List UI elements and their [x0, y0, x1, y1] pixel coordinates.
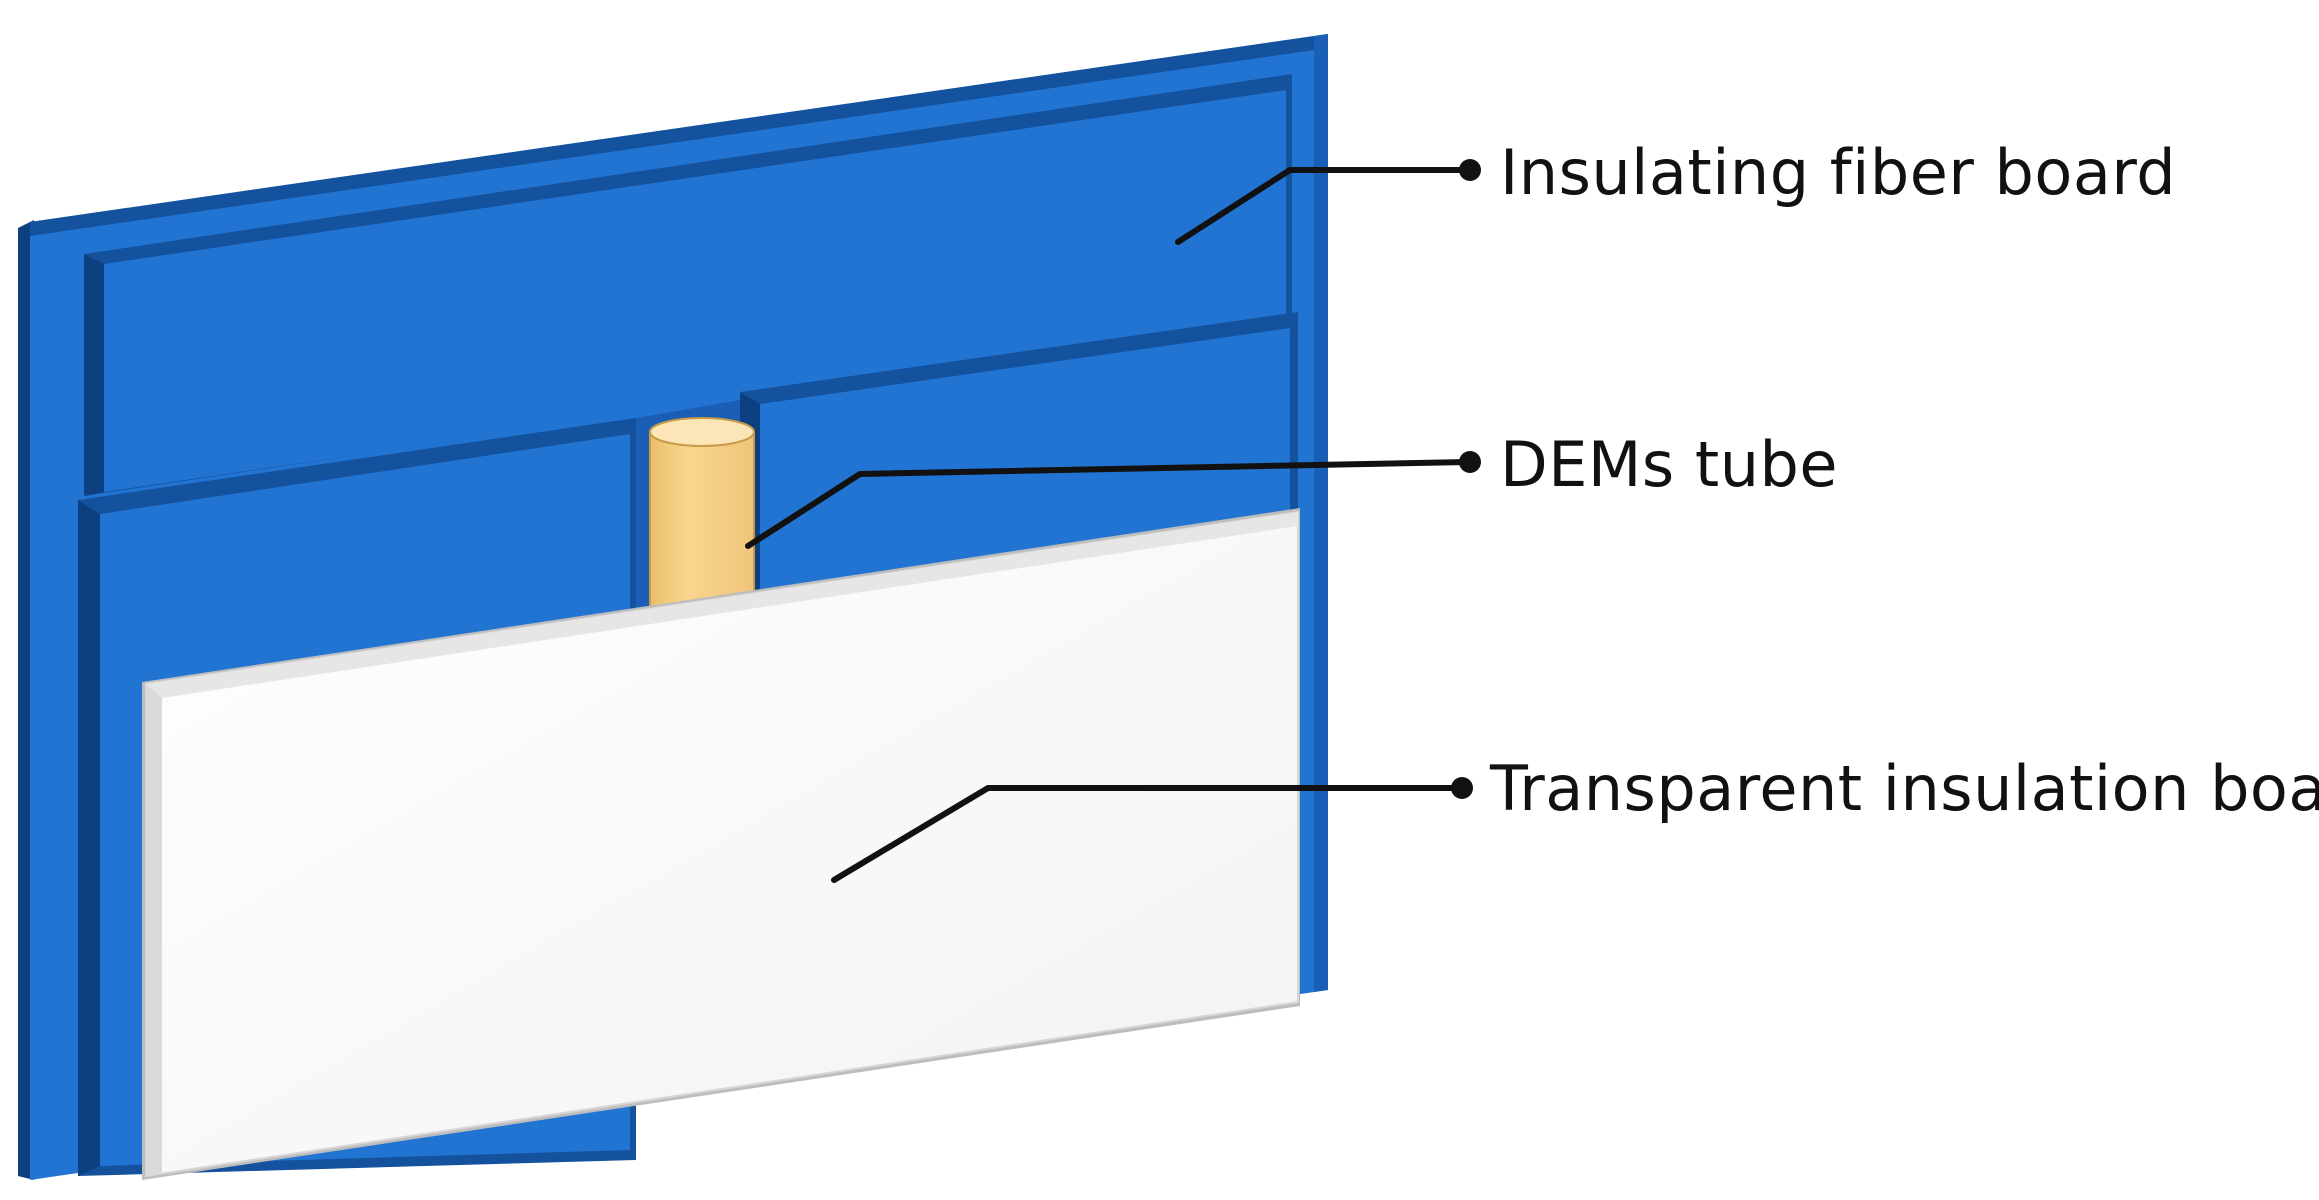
fiber-board-top-rim	[30, 34, 1328, 236]
leader-dot-fiber	[1459, 159, 1481, 181]
label-transparent-insulation-board: Transparent insulation board	[1490, 752, 2319, 825]
transparent-board-top-bevel	[146, 512, 1298, 698]
label-insulating-fiber-board: Insulating fiber board	[1500, 136, 2177, 209]
leader-dots	[1451, 159, 1481, 799]
leader-fiber-board	[1175, 167, 1471, 245]
fiber-board-right-rim	[1314, 34, 1328, 992]
leader-lines	[745, 167, 1471, 883]
fiber-board-upper-panel	[104, 90, 1286, 492]
dems-tube-top	[649, 417, 755, 447]
transparent-insulation-board	[142, 508, 1300, 1180]
leader-dems-tube	[745, 459, 1471, 549]
fiber-board-upper-panel-left-bevel	[84, 254, 104, 496]
transparent-board-left-bevel	[146, 684, 162, 1176]
leader-dot-trans	[1451, 777, 1473, 799]
leader-dot-dems	[1459, 451, 1481, 473]
label-dems-tube: DEMs tube	[1500, 428, 1839, 501]
leader-transparent-board	[831, 785, 1463, 883]
fiber-board-lower-left-bevel	[78, 500, 100, 1176]
